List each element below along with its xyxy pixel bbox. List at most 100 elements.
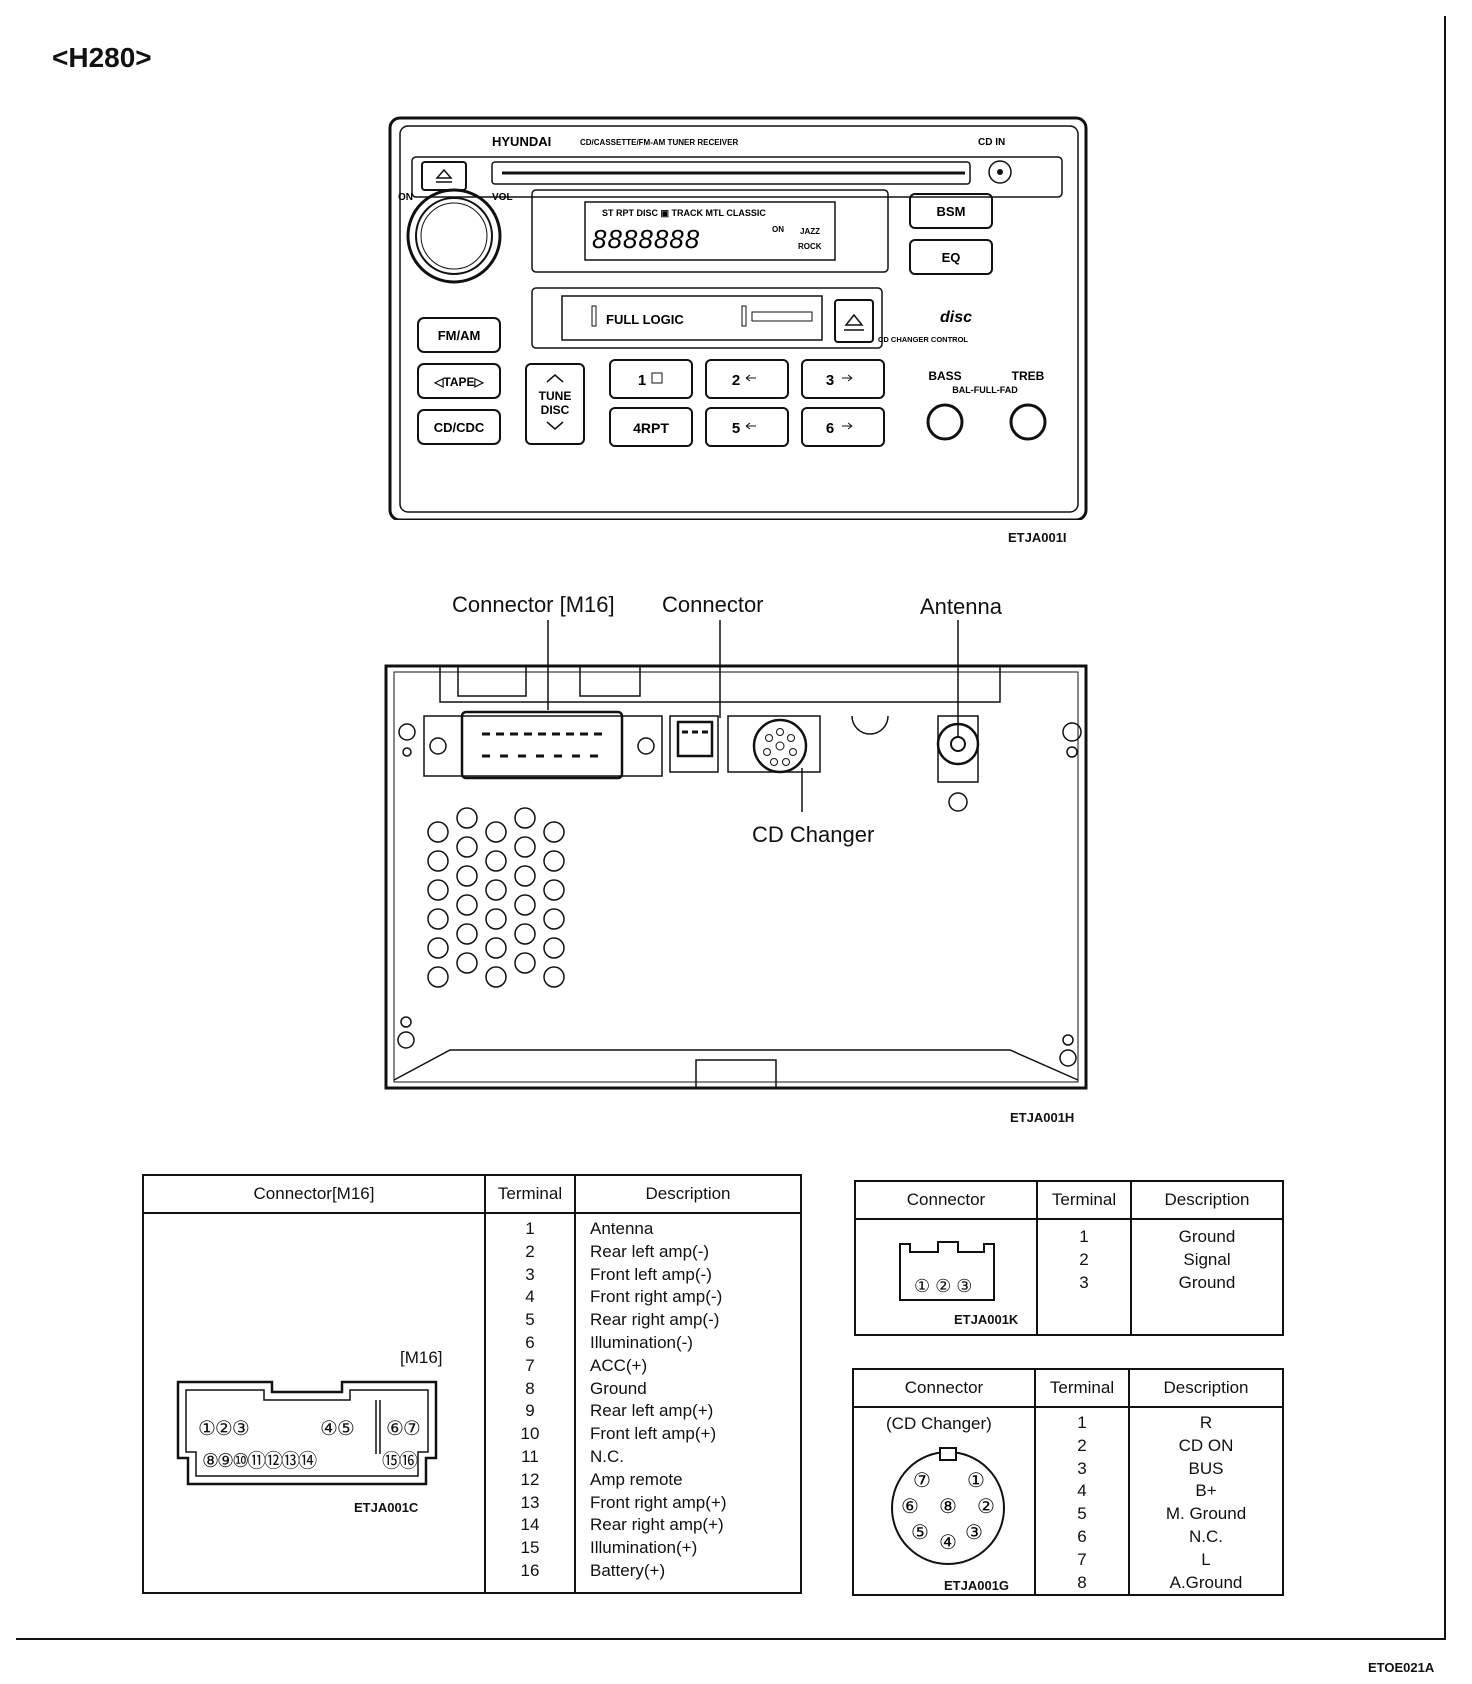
cd-terminal: 6 — [1077, 1526, 1087, 1546]
tape-type-indicator — [751, 311, 813, 322]
hole-icon — [1066, 746, 1078, 758]
cd-cdc-button[interactable] — [417, 409, 501, 445]
cd-pin-label: ① — [967, 1470, 985, 1492]
vent-hole — [514, 836, 536, 858]
vent-hole — [485, 879, 507, 901]
bsm-button[interactable] — [909, 193, 993, 229]
label-antenna: Antenna — [920, 594, 1002, 619]
m16-terminal: 3 — [525, 1264, 535, 1284]
preset-1-button[interactable] — [609, 359, 693, 399]
screw-icon — [1059, 1049, 1077, 1067]
bal-full-fad-label: BAL-FULL-FAD — [952, 385, 1018, 395]
cd-pin-label: ⑦ — [913, 1470, 931, 1492]
rear-housing-inner — [393, 671, 1079, 1083]
m16-description: Illumination(+) — [590, 1538, 698, 1558]
cd-description: B+ — [1195, 1481, 1217, 1501]
page-title: <H280> — [52, 42, 152, 73]
front-panel-inner — [399, 125, 1079, 513]
m16-description: Rear right amp(-) — [590, 1310, 720, 1330]
m16-terminal: 10 — [520, 1424, 540, 1444]
preset-6-button[interactable] — [801, 407, 885, 447]
front-panel-outer — [388, 116, 1088, 520]
m16-connector-tag: [M16] — [400, 1348, 443, 1367]
display-bezel — [531, 189, 889, 273]
bass-label: BASS — [928, 369, 961, 383]
cd-description: N.C. — [1189, 1526, 1223, 1546]
preset-4-button[interactable] — [609, 407, 693, 447]
cd-socket-pin — [770, 758, 778, 766]
m16-outline — [176, 1380, 438, 1486]
m16-pins-1-3: ①②③ — [198, 1418, 250, 1440]
preset-2-label: 2 — [732, 372, 740, 389]
vent-hole — [427, 821, 449, 843]
fm-am-button[interactable] — [417, 317, 501, 353]
cd-description: R — [1199, 1413, 1213, 1432]
tape-eject-button[interactable] — [834, 299, 874, 343]
table-cd-changer: Connector Terminal Description (CD Chang… — [852, 1368, 1284, 1597]
display-on: ON — [772, 225, 784, 234]
m16-description: Battery(+) — [590, 1560, 666, 1580]
cd-pin-label: ⑧ — [939, 1496, 957, 1518]
cd-description: L — [1201, 1549, 1211, 1569]
cd-terminal: 8 — [1077, 1572, 1087, 1592]
tape-door — [561, 295, 823, 341]
m16-description: ACC(+) — [590, 1355, 648, 1375]
preset-2-button[interactable] — [705, 359, 789, 399]
cd-eject-button[interactable] — [421, 161, 467, 191]
m16-description: Front left amp(+) — [590, 1424, 717, 1444]
cd-changer-control-label: CD CHANGER CONTROL — [878, 335, 968, 344]
connector-3pin-labels: ① ② ③ — [914, 1276, 973, 1296]
cd-header-description: Description — [1128, 1368, 1284, 1408]
preset-3-button[interactable] — [801, 359, 885, 399]
m16-terminal: 4 — [525, 1287, 535, 1307]
antenna-jack[interactable] — [936, 722, 980, 766]
m16-connector[interactable] — [460, 710, 624, 780]
m16-description: Amp remote — [590, 1469, 683, 1489]
treb-knob[interactable] — [1009, 403, 1047, 441]
vent-hole — [543, 908, 565, 930]
brand-logo: HYUNDAI — [492, 134, 551, 149]
connector-header-description: Description — [1130, 1180, 1284, 1220]
cd-socket-pin — [776, 728, 784, 736]
cd-connector-name: (CD Changer) — [886, 1414, 992, 1433]
cd-changer-socket[interactable] — [752, 718, 808, 774]
connector-3pin[interactable] — [676, 720, 714, 758]
tune-disc-button[interactable] — [525, 363, 585, 445]
cd-cdc-label: CD/CDC — [434, 420, 485, 435]
tune-up-icon — [546, 374, 564, 383]
cd-description: BUS — [1188, 1458, 1224, 1478]
cd-description: A.Ground — [1169, 1572, 1243, 1592]
cd-description: M. Ground — [1165, 1504, 1247, 1524]
vol-label: VOL — [492, 192, 513, 203]
preset-5-button[interactable] — [705, 407, 789, 447]
volume-knob-cap — [420, 202, 488, 270]
cd-in-indicator — [988, 160, 1012, 184]
cd-plug-key — [939, 1447, 957, 1461]
tape-button[interactable] — [417, 363, 501, 399]
rear-figure-code: ETJA001H — [1010, 1110, 1075, 1125]
on-label: ON — [398, 192, 413, 203]
cd-socket-pin — [782, 758, 790, 766]
cd-terminal: 7 — [1077, 1549, 1087, 1569]
eq-button[interactable] — [909, 239, 993, 275]
display-indicators: ST RPT DISC ▣ TRACK MTL CLASSIC — [602, 208, 766, 218]
m16-pins-8-14: ⑧⑨⑩⑪⑫⑬⑭ — [202, 1451, 317, 1472]
label-cd-changer: CD Changer — [752, 822, 875, 847]
preset-2-icon — [745, 374, 756, 382]
top-bracket — [439, 665, 1001, 703]
cd-pin-label: ③ — [965, 1522, 983, 1544]
volume-knob[interactable] — [406, 188, 502, 284]
connector-terminal: 2 — [1079, 1249, 1089, 1269]
connector-header-connector: Connector — [854, 1180, 1038, 1220]
cd-socket-pin — [775, 741, 785, 751]
cd-header-terminal: Terminal — [1034, 1368, 1130, 1408]
bass-knob[interactable] — [926, 403, 964, 441]
treb-label: TREB — [1012, 369, 1045, 383]
m16-description: Rear left amp(-) — [590, 1241, 710, 1261]
